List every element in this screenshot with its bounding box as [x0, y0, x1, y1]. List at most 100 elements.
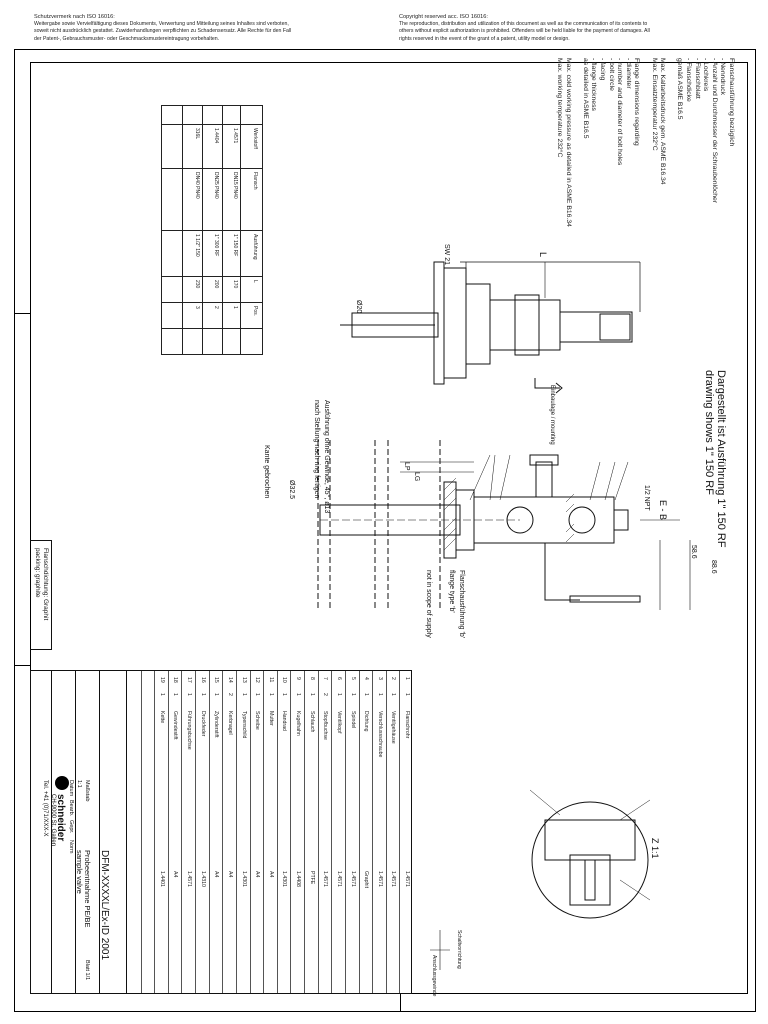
- parts-cell: 7: [322, 677, 329, 680]
- parts-cell: Verschlussschraube: [376, 711, 383, 758]
- parts-cell: Typenschild: [240, 711, 247, 739]
- parts-cell: 1.4301: [240, 871, 247, 887]
- parts-cell: 1.4571: [404, 871, 410, 887]
- mounting-note: Einbaulage / mounting: [549, 385, 555, 445]
- parts-cell: 1.4301: [281, 871, 288, 887]
- parts-cell: Zylinderstift: [213, 711, 220, 738]
- copyright-line: The reproduction, distribution and utili…: [399, 21, 648, 28]
- scale-value: 1:1: [76, 780, 82, 788]
- company-name: schneider: [55, 794, 66, 842]
- parts-cell: Stopfbuchse: [322, 711, 329, 740]
- valve-body-section: [473, 496, 615, 544]
- drawing-frame: [14, 49, 756, 1012]
- parts-cell: 13: [240, 677, 247, 683]
- frame-tick: [14, 313, 30, 314]
- parts-cell: 1: [349, 693, 356, 696]
- parts-cell: PTFE: [308, 871, 315, 885]
- packing-note-box: [30, 540, 52, 650]
- parts-cell: 19: [158, 677, 165, 683]
- thread-label: 1/2 NPT: [643, 485, 650, 511]
- parts-cell: 1: [267, 693, 274, 696]
- parts-cell: Dichtung: [363, 711, 370, 732]
- parts-cell: 1: [254, 693, 261, 696]
- copyright-title-en: Copyright reserved acc. ISO 16016:: [399, 14, 488, 20]
- parts-cell: A4: [254, 871, 261, 878]
- parts-cell: 1.4571: [322, 871, 329, 887]
- parts-cell: 1: [281, 693, 288, 696]
- handle-grip: [599, 313, 631, 341]
- dim-lp: LP: [403, 462, 410, 471]
- parts-cell: 15: [213, 677, 220, 683]
- parts-cell: 17: [186, 677, 193, 683]
- parts-cell: Kerbnagel: [226, 711, 233, 735]
- copyright-line: soweit nicht ausdrücklich gestattet. Zuw…: [34, 28, 292, 35]
- parts-cell: 1: [199, 693, 206, 696]
- detail-z-circle: [531, 801, 649, 919]
- parts-cell: Flanschrohr: [404, 711, 410, 739]
- drawn-label: Bearb.: [68, 800, 74, 817]
- parts-cell: 12: [254, 677, 261, 683]
- parts-cell: A4: [267, 871, 274, 878]
- bonnet: [514, 294, 540, 356]
- parts-cell: 1: [363, 693, 370, 696]
- scale-label: Maßstab: [84, 780, 90, 802]
- part-name-de: Probeentnahme PE/BE: [83, 850, 92, 928]
- body-neck: [465, 283, 491, 365]
- flange-plate: [433, 261, 445, 385]
- parts-cell: 18: [172, 677, 179, 683]
- copyright-notice-en: Copyright reserved acc. ISO 16016: The r…: [399, 14, 739, 43]
- parts-cell: 6: [335, 677, 342, 680]
- parts-cell: Schlauch: [308, 711, 315, 733]
- parts-cell: 2: [322, 693, 329, 696]
- flange-hub: [443, 267, 467, 379]
- parts-cell: 1: [186, 693, 193, 696]
- parts-cell: 8: [308, 677, 315, 680]
- copyright-line: Weitergabe sowie Vervielfältigung dieses…: [34, 21, 289, 28]
- hose: [544, 543, 580, 601]
- frame-tick: [14, 665, 30, 666]
- parts-cell: A4: [226, 871, 233, 878]
- hose-fitting: [569, 595, 641, 603]
- copyright-line: rights reserved in the event of the gran…: [399, 35, 570, 42]
- document-number: DFM-XXXXL/Ex-ID 2001: [99, 850, 110, 961]
- parts-cell: 1.4401: [158, 871, 165, 887]
- parts-cell: 10: [281, 677, 288, 683]
- copyright-notice-de: Schutzvermerk nach ISO 16016: Weitergabe…: [34, 14, 384, 43]
- parts-cell: 1: [404, 693, 410, 696]
- parts-cell: Graphit: [363, 871, 370, 889]
- checked-label: Gepr.: [68, 820, 74, 834]
- parts-cell: Kette: [158, 711, 165, 724]
- stem: [535, 461, 553, 498]
- parts-cell: 1: [213, 693, 220, 696]
- parts-cell: Gewindestift: [172, 711, 179, 740]
- parts-cell: 1: [240, 693, 247, 696]
- parts-cell: A4: [172, 871, 179, 878]
- probe-tube: [351, 312, 439, 338]
- parts-cell: 1.4408: [295, 871, 302, 887]
- parts-cell: Spindel: [349, 711, 356, 729]
- frame-tick: [400, 994, 401, 1012]
- packing-note-de: Flanschdichtung: Graphit: [42, 548, 49, 621]
- parts-cell: Ventilkopf: [335, 711, 342, 734]
- parts-cell: Kugelhahn: [295, 711, 302, 736]
- company-address: CH-9000 St. Gallen: [50, 794, 56, 847]
- drawing-shows-de: Dargestellt ist Ausführung 1" 150 RF: [715, 370, 727, 548]
- parts-cell: 1: [295, 693, 302, 696]
- view-label: E - B: [658, 500, 668, 521]
- part-name-en: sample valve: [75, 850, 84, 894]
- company-phone: Tel. +41 (0)71/XXX-X: [42, 780, 48, 837]
- dim-20: Ø20: [355, 300, 362, 314]
- dim-325: Ø32.5: [288, 480, 295, 500]
- dim-sw21: SW 21: [443, 244, 450, 266]
- copyright-line: others without explicit authorization is…: [399, 28, 650, 35]
- cut-note: Kante gebrochen: [263, 445, 270, 499]
- parts-cell: 3: [376, 677, 383, 680]
- parts-cell: 2: [390, 677, 397, 680]
- parts-cell: 1: [158, 693, 165, 696]
- parts-cell: 9: [295, 677, 302, 680]
- parts-cell: Führungsbuchse: [186, 711, 193, 750]
- parts-cell: 11: [267, 677, 274, 683]
